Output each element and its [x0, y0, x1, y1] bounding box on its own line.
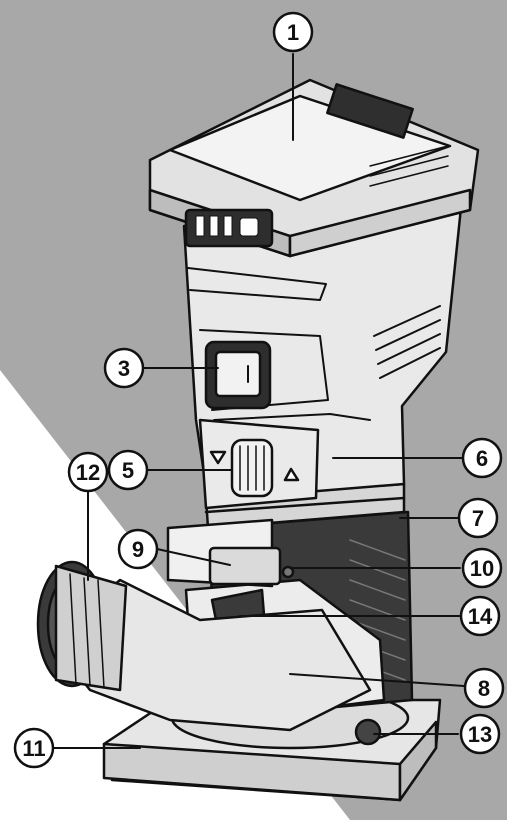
callout-c8: 8 — [463, 667, 505, 709]
callout-c1: 1 — [272, 11, 314, 53]
callout-c12: 12 — [67, 451, 109, 493]
callout-c7: 7 — [457, 497, 499, 539]
callout-c3: 3 — [103, 347, 145, 389]
callout-c13: 13 — [459, 713, 501, 755]
callout-circle — [461, 547, 503, 589]
down-triangle-icon — [209, 450, 227, 465]
leader-lines — [53, 53, 465, 749]
callout-number: 8 — [478, 676, 490, 701]
callout-number: 14 — [468, 604, 493, 629]
callout-number: 11 — [22, 736, 45, 761]
release-lever — [166, 518, 295, 588]
callout-number: 1 — [287, 20, 299, 45]
callout-circle — [461, 437, 503, 479]
callout-c11: 11 — [13, 727, 55, 769]
callout-c9: 9 — [117, 528, 159, 570]
callout-number: 6 — [476, 446, 488, 471]
callout-c14: 14 — [459, 595, 501, 637]
callout-number: 5 — [122, 458, 134, 483]
callout-circle — [13, 727, 55, 769]
callout-circle — [463, 667, 505, 709]
callout-number: 9 — [132, 537, 144, 562]
battery-pack — [148, 78, 480, 258]
callout-circle — [272, 11, 314, 53]
callout-number: 3 — [118, 356, 130, 381]
callout-number: 13 — [468, 722, 492, 747]
callout-circle — [103, 347, 145, 389]
adjustment-knob — [230, 438, 274, 498]
callout-c10: 10 — [461, 547, 503, 589]
callout-number: 12 — [76, 460, 100, 485]
base-screw — [354, 718, 382, 746]
callout-number: 10 — [470, 556, 494, 581]
callout-circle — [117, 528, 159, 570]
callout-c5: 5 — [107, 449, 149, 491]
callout-c6: 6 — [461, 437, 503, 479]
up-triangle-icon — [283, 467, 300, 482]
callout-circle — [67, 451, 109, 493]
callout-circle — [457, 497, 499, 539]
dust-nozzle — [36, 560, 372, 732]
callout-circle — [459, 595, 501, 637]
callout-number: 7 — [472, 506, 484, 531]
callout-circle — [459, 713, 501, 755]
callout-circle — [107, 449, 149, 491]
power-switch — [204, 340, 272, 410]
